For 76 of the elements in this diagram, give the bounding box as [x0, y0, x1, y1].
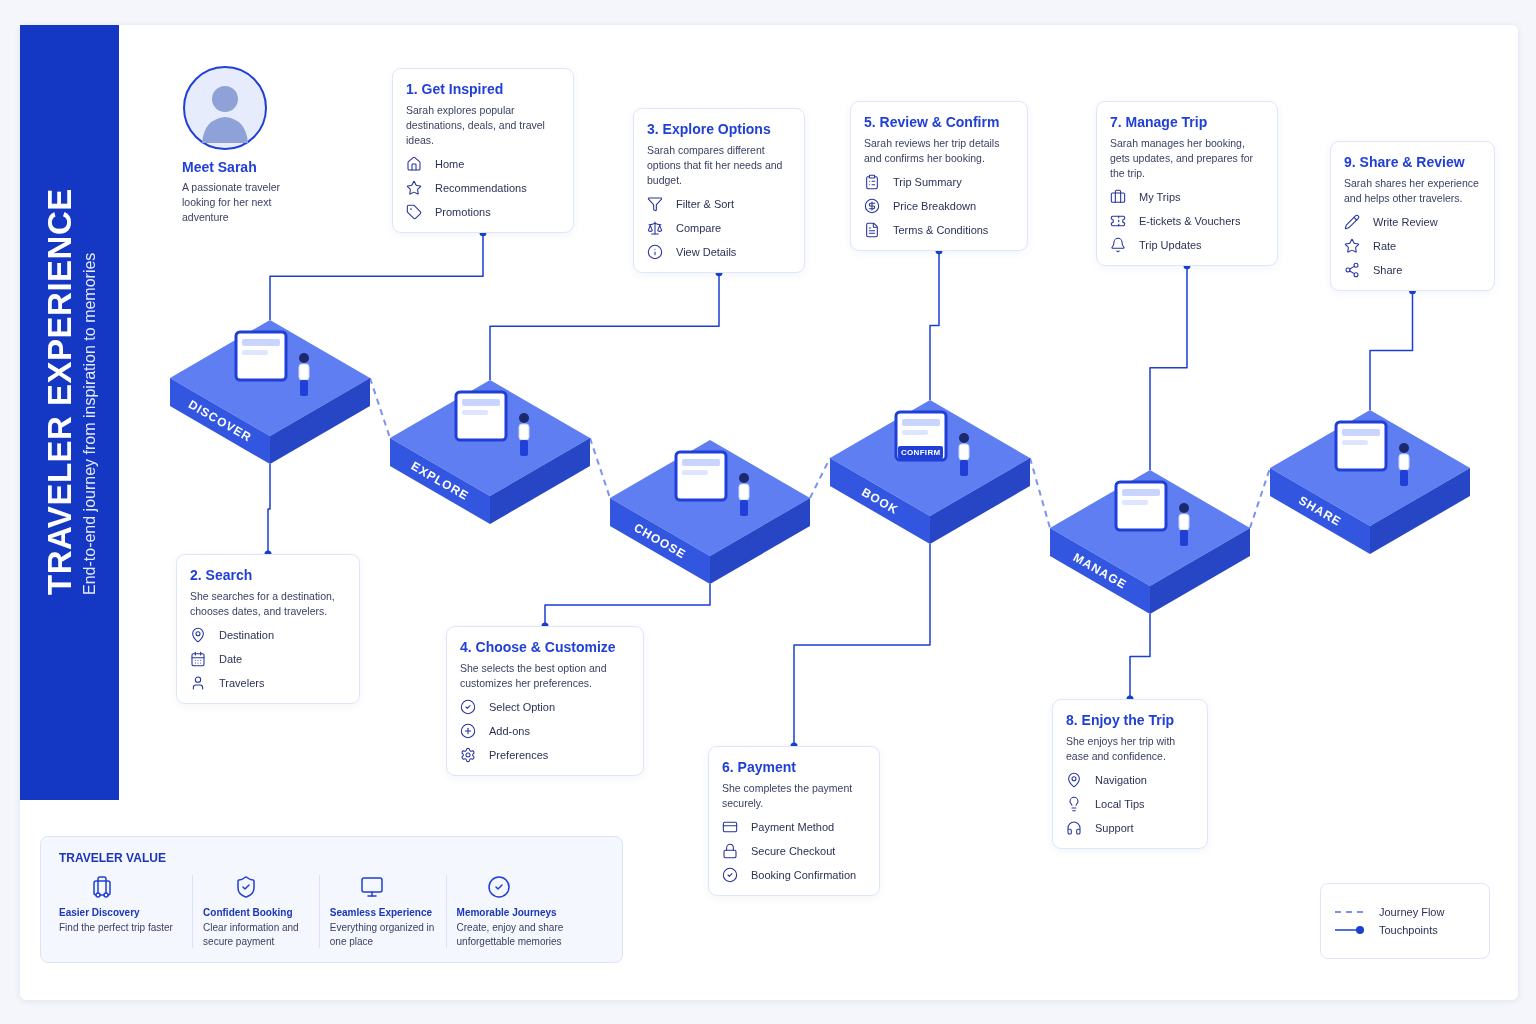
step-description: She selects the best option and customizes her preferences.: [460, 661, 608, 691]
touchpoint-label: Compare: [676, 221, 722, 234]
touchpoint-label: Booking Confirmation: [751, 868, 857, 881]
touchpoint-label: Select Option: [489, 700, 556, 713]
value-title: Memorable Journeys: [456, 907, 558, 918]
journey-flow-line: [1249, 467, 1271, 529]
touchpoint-label: Recommendations: [435, 181, 527, 194]
value-description: Create, enjoy and share unforgettable memories: [456, 921, 565, 948]
touchpoint-label: Terms & Conditions: [893, 223, 989, 236]
step-title: 8. Enjoy the Trip: [1066, 712, 1176, 728]
value-description: Everything organized in one place: [329, 921, 436, 948]
touchpoint-label: Date: [219, 652, 243, 665]
value-title: Seamless Experience: [329, 907, 434, 918]
journey-flow-line: [369, 377, 391, 439]
step-description: Sarah shares her experience and helps other travelers.: [1344, 176, 1480, 206]
touchpoint-label: Write Review: [1373, 215, 1438, 228]
touchpoint-label: Rate: [1373, 239, 1397, 252]
step-card: [708, 746, 880, 896]
step-description: Sarah compares different options that fit her needs and budget.: [647, 143, 784, 188]
step-title: 7. Manage Trip: [1110, 114, 1209, 130]
step-title: 6. Payment: [722, 759, 797, 775]
step-card: [1096, 101, 1278, 266]
step-card: [446, 626, 644, 776]
legend-label: Touchpoints: [1379, 924, 1438, 936]
step-card: [176, 554, 360, 704]
step-card: [850, 101, 1028, 251]
value-description: Find the perfect trip faster: [59, 921, 174, 935]
touchpoint-label: Trip Summary: [893, 175, 962, 188]
touchpoint-label: Price Breakdown: [893, 199, 977, 212]
step-title: 5. Review & Confirm: [864, 114, 1001, 130]
step-description: She enjoys her trip with ease and confidence.: [1066, 734, 1177, 764]
step-card: [392, 68, 574, 233]
step-title: 2. Search: [190, 567, 254, 583]
journey-flow-line: [1029, 457, 1051, 529]
touchpoint-label: Local Tips: [1095, 797, 1145, 810]
step-title: 9. Share & Review: [1344, 154, 1466, 170]
touchpoint-label: Payment Method: [751, 820, 835, 833]
touchpoint-label: View Details: [676, 245, 737, 258]
value-description: Clear information and secure payment: [203, 921, 300, 948]
step-description: She searches for a destination, chooses dates, and travelers.: [190, 589, 336, 619]
value-title: Easier Discovery: [59, 907, 141, 918]
step-title: 3. Explore Options: [647, 121, 772, 137]
step-card: [633, 108, 805, 273]
subtitle: End-to-end journey from inspiration to memories: [80, 252, 99, 595]
step-title: 4. Choose & Customize: [460, 639, 617, 655]
panel-heading: TRAVELER VALUE: [59, 851, 167, 865]
touchpoint-label: Home: [435, 157, 465, 170]
touchpoint-label: Promotions: [435, 205, 491, 218]
touchpoint-label: Preferences: [489, 748, 549, 761]
touchpoint-label: Navigation: [1095, 773, 1147, 786]
touchpoint-label: Destination: [219, 628, 275, 641]
persona-name: Meet Sarah: [182, 159, 258, 175]
step-card: [1330, 141, 1495, 291]
step-title: 1. Get Inspired: [406, 81, 505, 97]
touchpoint-label: E-tickets & Vouchers: [1139, 214, 1241, 227]
touchpoint-label: Trip Updates: [1139, 238, 1202, 251]
touchpoint-label: My Trips: [1139, 190, 1181, 203]
step-description: Sarah explores popular destinations, deals, and travel ideas.: [406, 103, 546, 148]
touchpoint-label: Travelers: [219, 676, 265, 689]
journey-flow-line: [589, 437, 611, 499]
confirm-button: CONFIRM: [898, 446, 944, 459]
persona-description: A passionate traveler looking for her next adventure: [182, 180, 282, 225]
touchpoint-label: Support: [1095, 821, 1134, 834]
legend-label: Journey Flow: [1379, 906, 1445, 918]
value-panel: [40, 836, 623, 963]
touchpoint-label: Secure Checkout: [751, 844, 836, 857]
step-description: Sarah reviews her trip details and confirms her booking.: [864, 136, 1001, 166]
diagram-title: TRAVELER EXPERIENCE: [40, 188, 79, 595]
step-description: She completes the payment securely.: [722, 781, 854, 811]
value-title: Confident Booking: [203, 907, 294, 918]
journey-flow-line: [809, 457, 831, 499]
touchpoint-label: Add-ons: [489, 724, 530, 737]
step-card: [1052, 699, 1208, 849]
touchpoint-label: Share: [1373, 263, 1403, 276]
touchpoint-label: Filter & Sort: [676, 197, 735, 210]
step-description: Sarah manages her booking, gets updates, and prepares for the trip.: [1110, 136, 1254, 181]
